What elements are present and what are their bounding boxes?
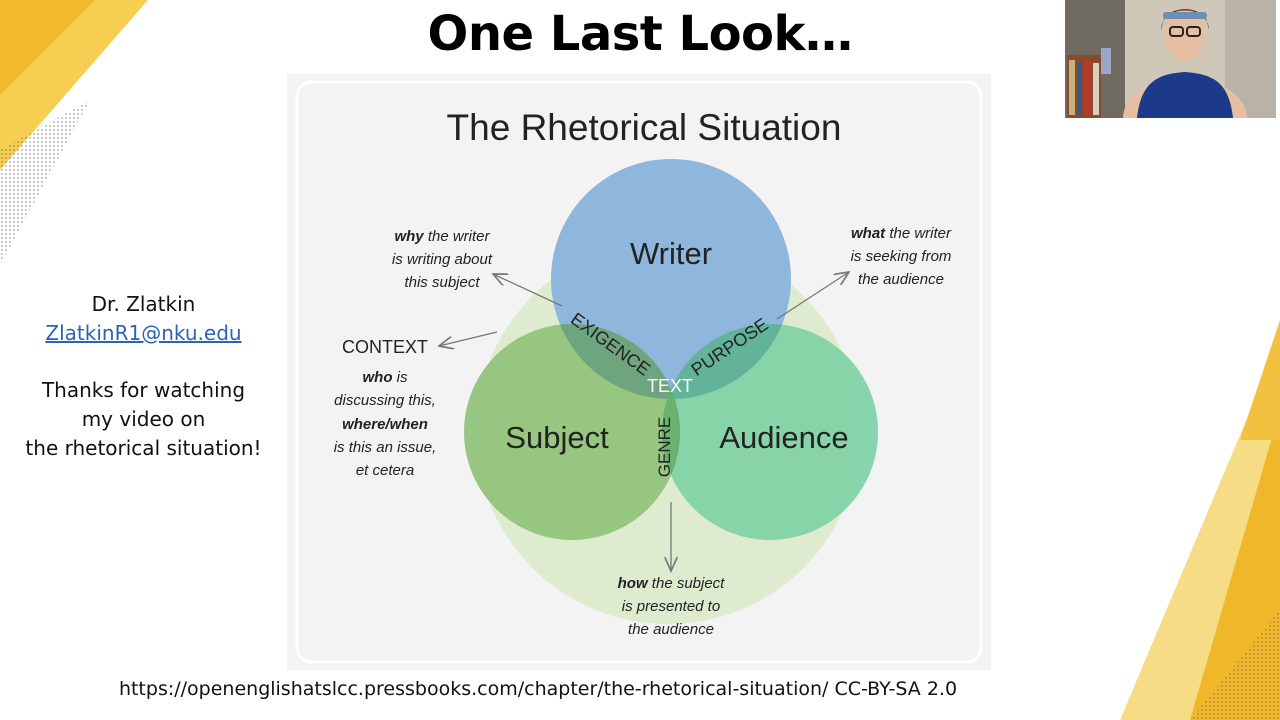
thanks-line-2: my video on [81, 407, 206, 431]
presenter-info: Dr. Zlatkin ZlatkinR1@nku.edu Thanks for… [0, 290, 287, 463]
context-annotation: who is discussing this, where/when is th… [334, 369, 437, 479]
why-annotation: why the writer is writing about this sub… [392, 228, 493, 291]
what-line3: the audience [858, 271, 944, 288]
why-line2: is writing about [392, 251, 493, 268]
presenter-shirt [1137, 72, 1233, 118]
presenter-face [1164, 7, 1206, 61]
what-line1: the writer [885, 225, 952, 242]
why-bold: why [394, 228, 424, 245]
who-line1: is [393, 369, 409, 386]
what-bold: what [851, 225, 886, 242]
thanks-line-3: the rhetorical situation! [25, 436, 262, 460]
source-citation: https://openenglishatslcc.pressbooks.com… [118, 678, 958, 700]
webcam-video [1065, 0, 1276, 118]
why-arrow [493, 274, 563, 307]
svg-text:why the writer: why the writer [394, 228, 490, 245]
presenter-webcam [1065, 0, 1276, 118]
purpose-overlap [662, 324, 791, 399]
presenter-name: Dr. Zlatkin [91, 292, 196, 316]
why-line1: the writer [424, 228, 491, 245]
genre-label: GENRE [655, 417, 674, 477]
subject-label: Subject [505, 420, 609, 455]
email-link[interactable]: ZlatkinR1@nku.edu [45, 321, 242, 345]
figurine-icon [1101, 48, 1111, 74]
top-left-decoration [0, 0, 148, 265]
how-bold: how [618, 575, 649, 592]
audience-label: Audience [719, 420, 848, 455]
what-annotation: what the writer is seeking from the audi… [851, 225, 952, 288]
where-bold: where/when [342, 416, 428, 433]
svg-text:who is: who is [363, 369, 409, 386]
diagram-title: The Rhetorical Situation [447, 107, 842, 148]
slide-title: One Last Look… [427, 6, 853, 62]
exigence-overlap [551, 324, 680, 399]
context-arrow [439, 331, 498, 346]
who-line2: discussing this, [334, 392, 436, 409]
how-line3: the audience [628, 621, 714, 638]
why-line3: this subject [404, 274, 480, 291]
svg-text:how the subject: how the subject [618, 575, 726, 592]
where-line4: is this an issue, [334, 439, 437, 456]
rhetorical-situation-diagram: The Rhetorical Situation Writer Subject … [287, 74, 991, 670]
svg-text:what the writer: what the writer [851, 225, 952, 242]
bottom-right-decoration [1120, 320, 1280, 720]
text-label: TEXT [647, 376, 693, 396]
writer-label: Writer [630, 236, 712, 271]
how-line1: the subject [648, 575, 726, 592]
how-annotation: how the subject is presented to the audi… [618, 575, 726, 638]
thanks-line-1: Thanks for watching [41, 378, 246, 402]
how-line2: is presented to [622, 598, 720, 615]
who-bold: who [363, 369, 393, 386]
where-line5: et cetera [356, 462, 414, 479]
what-line2: is seeking from [851, 248, 952, 265]
venn-diagram: The Rhetorical Situation Writer Subject … [295, 80, 983, 664]
context-label: CONTEXT [342, 337, 428, 357]
what-arrow [776, 272, 849, 320]
